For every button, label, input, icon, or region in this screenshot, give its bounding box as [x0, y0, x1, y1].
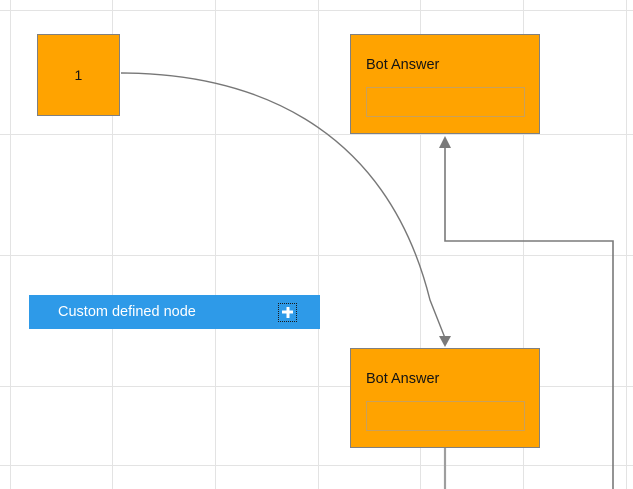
edge-node1-to-bot-answer-bottom[interactable] — [120, 72, 451, 347]
edge-bot-answer-bottom-to-top[interactable] — [439, 136, 614, 489]
node-input-field[interactable] — [366, 401, 525, 431]
node-square-1[interactable]: 1 — [37, 34, 120, 116]
node-input-field[interactable] — [366, 87, 525, 117]
node-title: Bot Answer — [366, 57, 440, 73]
plus-icon[interactable] — [278, 302, 297, 322]
node-bot-answer-top[interactable]: Bot Answer — [350, 34, 540, 134]
custom-defined-node-label: Custom defined node — [58, 303, 196, 320]
custom-defined-node-button[interactable]: Custom defined node — [29, 295, 320, 329]
node-label: 1 — [74, 67, 83, 83]
node-bot-answer-bottom[interactable]: Bot Answer — [350, 348, 540, 448]
node-title: Bot Answer — [366, 371, 440, 387]
